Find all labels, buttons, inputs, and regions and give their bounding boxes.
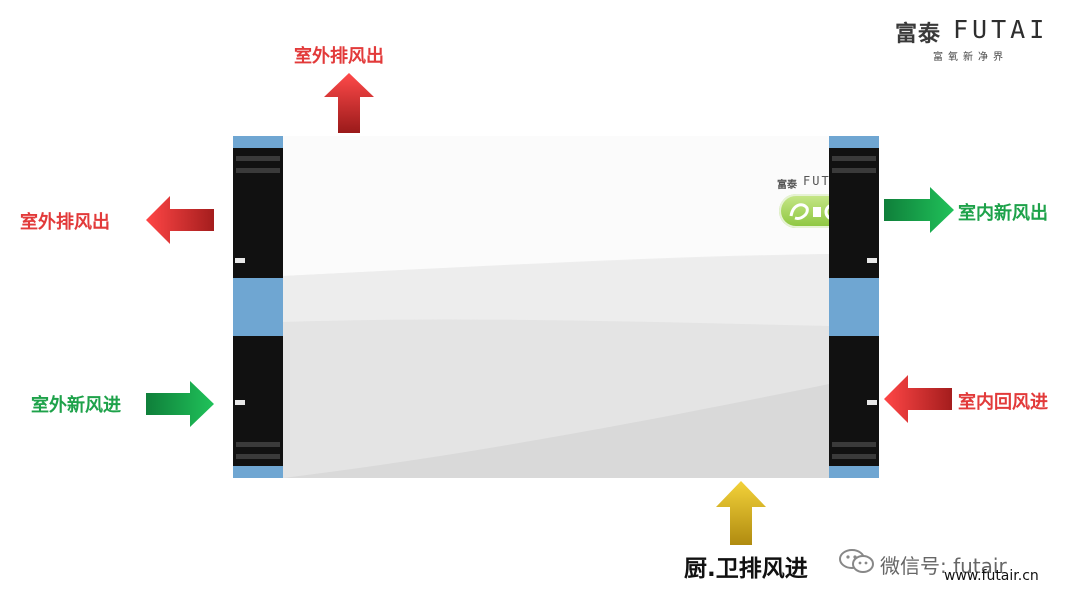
label-right-return: 室内回风进	[958, 392, 1048, 413]
unit-logo-en: FUTAI	[803, 174, 829, 188]
website-url: www.futair.cn	[944, 568, 1039, 584]
unit-logo-cn: 富泰	[777, 180, 797, 191]
brand-name-cn: 富泰	[895, 22, 942, 47]
arrow-left-red-icon	[146, 196, 214, 244]
label-top-exhaust: 室外排风出	[294, 46, 384, 67]
arrow-up-red-icon	[324, 73, 374, 133]
arrow-up-yellow-icon	[716, 481, 766, 545]
left-flange	[233, 136, 283, 478]
right-flange	[829, 136, 879, 478]
duct-connector	[233, 336, 283, 466]
arrow-left-red-icon	[884, 375, 952, 423]
duct-connector	[829, 148, 879, 278]
green-badge-icon	[779, 194, 829, 228]
unit-body: 富泰 FUTAI	[283, 136, 829, 478]
label-left-fresh: 室外新风进	[31, 395, 121, 416]
wechat-account: 微信号: futair	[880, 554, 1007, 578]
arrow-right-green-icon	[146, 381, 214, 427]
label-bottom-kitchen: 厨.卫排风进	[684, 556, 808, 582]
label-left-exhaust: 室外排风出	[20, 212, 110, 233]
brand-name-en: FUTAI	[953, 15, 1049, 44]
label-right-fresh-out: 室内新风出	[958, 203, 1048, 224]
brand-logo: 富泰 FUTAI 富氧新净界	[895, 14, 1065, 64]
duct-connector	[829, 336, 879, 466]
brand-slogan: 富氧新净界	[933, 52, 1008, 63]
ventilation-unit: 富泰 FUTAI	[233, 136, 879, 478]
duct-connector	[233, 148, 283, 278]
arrow-right-green-icon	[884, 187, 954, 233]
wechat-icon	[839, 549, 874, 573]
